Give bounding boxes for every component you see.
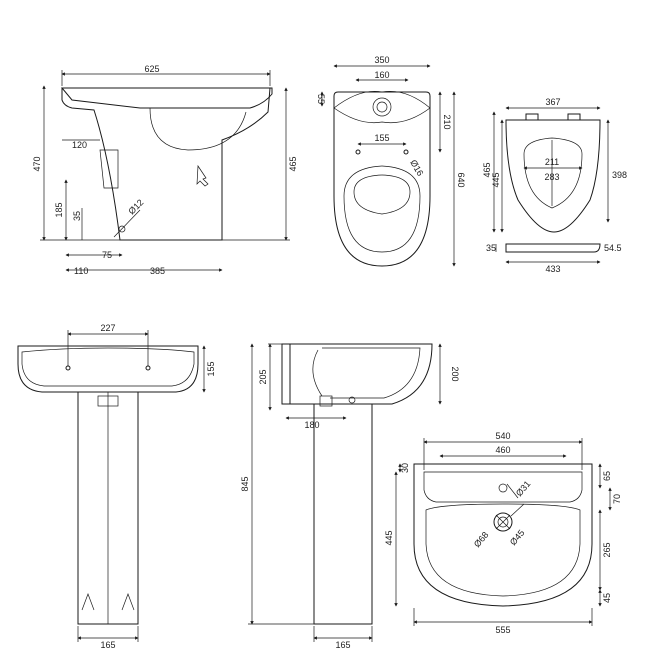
dim-35-seat: 35 bbox=[486, 243, 496, 253]
seat-view: 367 211 283 465 445 398 35 54.5 433 bbox=[482, 97, 627, 274]
dim-433: 433 bbox=[545, 264, 560, 274]
dim-227: 227 bbox=[100, 323, 115, 333]
dim-200: 200 bbox=[450, 366, 460, 381]
dim-165-front: 165 bbox=[100, 640, 115, 650]
dim-545: 54.5 bbox=[604, 243, 622, 253]
dim-180: 180 bbox=[304, 420, 319, 430]
dim-845: 845 bbox=[240, 476, 250, 491]
dim-367: 367 bbox=[545, 97, 560, 107]
dim-625: 625 bbox=[144, 64, 159, 74]
dim-185: 185 bbox=[54, 202, 64, 217]
dim-65: 65 bbox=[602, 471, 612, 481]
dim-155: 155 bbox=[374, 133, 389, 143]
dim-120: 120 bbox=[72, 140, 87, 150]
dim-265: 265 bbox=[602, 542, 612, 557]
dim-45: 45 bbox=[602, 593, 612, 603]
dim-68: Ø68 bbox=[472, 530, 491, 549]
basin-plan-view: 540 460 30 445 65 70 265 45 Ø31 Ø68 Ø45 … bbox=[384, 431, 622, 635]
dim-385: 385 bbox=[150, 266, 165, 276]
dim-445-basin: 445 bbox=[384, 530, 394, 545]
dim-45-waste: Ø45 bbox=[508, 528, 527, 547]
dim-350: 350 bbox=[374, 55, 389, 65]
dim-398: 398 bbox=[612, 170, 627, 180]
dim-460: 460 bbox=[495, 445, 510, 455]
dim-470: 470 bbox=[32, 156, 42, 171]
dim-55: 55 bbox=[316, 94, 326, 104]
toilet-plan-view: 350 160 155 55 210 640 Ø16 bbox=[316, 55, 466, 267]
dim-pipe: Ø12 bbox=[126, 197, 145, 216]
dim-75: 75 bbox=[102, 250, 112, 260]
dim-210: 210 bbox=[442, 114, 452, 129]
dim-211: 211 bbox=[545, 157, 559, 167]
dim-110: 110 bbox=[74, 266, 88, 276]
dim-30: 30 bbox=[400, 463, 410, 473]
dim-445-seat: 445 bbox=[491, 172, 501, 187]
pedestal-basin-side: 205 845 200 180 165 bbox=[240, 343, 460, 650]
dim-283: 283 bbox=[544, 172, 559, 182]
dim-70: 70 bbox=[612, 494, 622, 504]
dim-35: 35 bbox=[72, 211, 82, 221]
toilet-side-view: 625 470 465 120 185 35 Ø12 75 110 385 bbox=[32, 64, 298, 276]
dim-155-basin: 155 bbox=[206, 361, 216, 376]
pedestal-basin-front: 227 155 165 bbox=[17, 323, 216, 650]
dim-465: 465 bbox=[288, 156, 298, 171]
dim-31: Ø31 bbox=[514, 479, 533, 498]
dim-465-seat: 465 bbox=[482, 162, 492, 177]
dim-640: 640 bbox=[456, 172, 466, 187]
dim-160: 160 bbox=[374, 70, 389, 80]
dim-555: 555 bbox=[495, 625, 510, 635]
dim-165-side: 165 bbox=[335, 640, 350, 650]
dim-205: 205 bbox=[258, 369, 268, 384]
dim-540: 540 bbox=[495, 431, 510, 441]
